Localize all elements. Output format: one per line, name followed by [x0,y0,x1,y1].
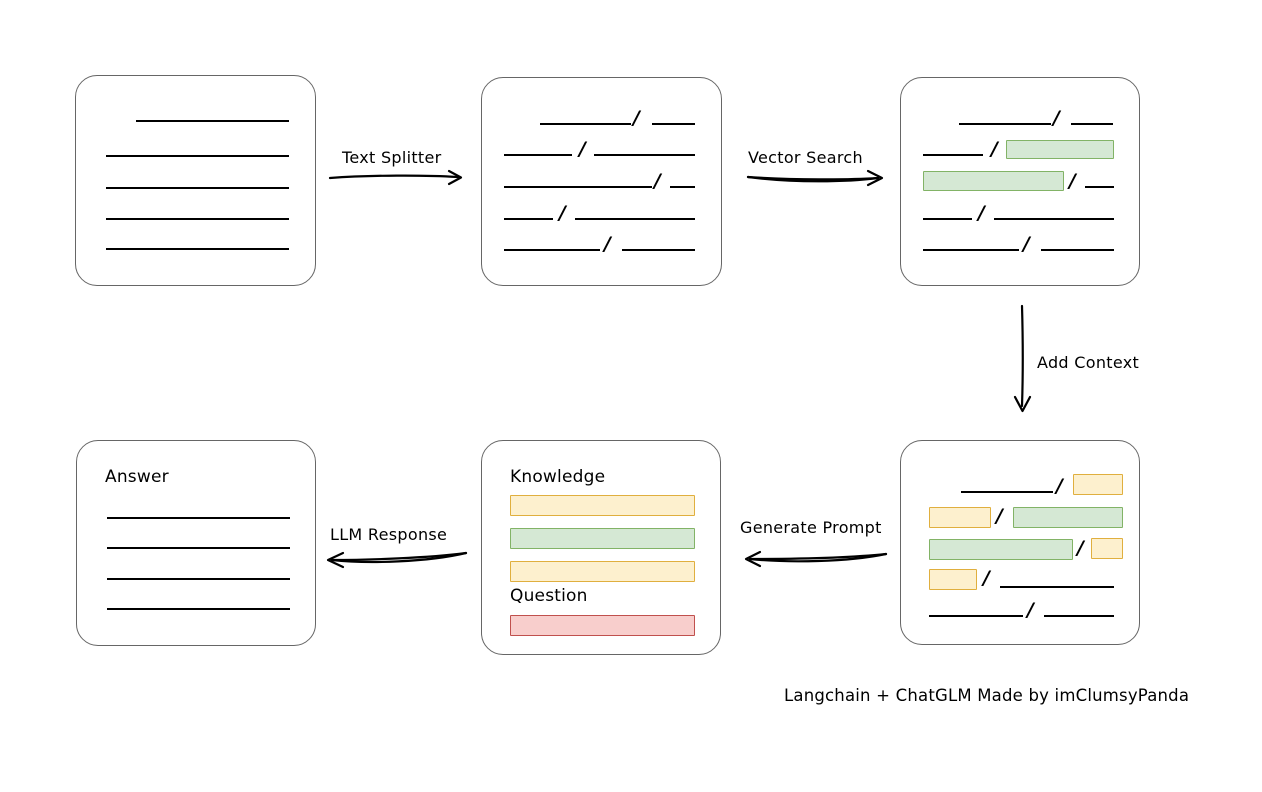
arrow-label-vector-search: Vector Search [748,148,863,167]
doc-line [652,123,695,125]
knowledge-chip-yellow[interactable] [510,561,695,582]
doc-line [1044,615,1114,617]
doc-line [540,123,631,125]
arrow-generate-prompt [744,550,888,568]
doc-line [106,218,289,220]
doc-line [106,187,289,189]
doc-line [107,547,290,549]
chunk-separator: / [983,567,990,589]
doc-line [929,615,1023,617]
doc-line [107,517,290,519]
arrow-label-generate-prompt: Generate Prompt [740,518,882,537]
doc-line [1085,186,1114,188]
arrow-vector-search [746,169,884,187]
doc-line [107,608,290,610]
doc-line [959,123,1051,125]
highlight-chip-green[interactable] [1013,507,1123,528]
chunk-separator: / [996,505,1003,527]
chunk-separator: / [978,202,985,224]
node-source-document[interactable] [75,75,316,286]
doc-line [1041,249,1114,251]
arrow-text-splitter [328,169,463,186]
doc-line [504,154,572,156]
doc-line [923,154,983,156]
chunk-separator: / [1056,475,1063,497]
chunk-separator: / [654,170,661,192]
node-matched-chunks[interactable]: / / / / / [900,77,1140,286]
chunk-separator: / [604,233,611,255]
highlight-chip-green[interactable] [929,539,1073,560]
doc-line [107,578,290,580]
doc-line [575,218,695,220]
chunk-separator: / [1027,599,1034,621]
arrow-label-llm-response: LLM Response [330,525,448,544]
highlight-chip-yellow[interactable] [1073,474,1123,495]
chunk-separator: / [633,107,640,129]
prompt-knowledge-label: Knowledge [510,467,606,487]
chunk-separator: / [1077,537,1084,559]
chunk-separator: / [1053,107,1060,129]
doc-line [136,120,289,122]
arrow-label-add-context: Add Context [1037,353,1140,372]
arrow-label-text-splitter: Text Splitter [342,148,442,167]
doc-line [1000,586,1114,588]
highlight-chip-yellow[interactable] [929,507,991,528]
question-chip-red[interactable] [510,615,695,636]
doc-line [504,249,600,251]
doc-line [106,155,289,157]
highlight-chip-green[interactable] [1006,140,1114,159]
doc-line [622,249,695,251]
node-prompt[interactable]: Knowledge Question [481,440,721,655]
doc-line [961,491,1053,493]
highlight-chip-yellow[interactable] [1091,538,1123,559]
arrow-llm-response [326,551,468,569]
doc-line [106,248,289,250]
doc-line [994,218,1114,220]
answer-label: Answer [105,467,169,487]
doc-line [670,186,695,188]
node-context-document[interactable]: / / / / / [900,440,1140,645]
footer-credit: Langchain + ChatGLM Made by imClumsyPand… [784,686,1190,705]
doc-line [504,218,553,220]
doc-line [923,218,972,220]
highlight-chip-yellow[interactable] [929,569,977,590]
chunk-separator: / [559,202,566,224]
arrow-add-context [1013,304,1032,413]
node-answer[interactable]: Answer [76,440,316,646]
doc-line [504,186,652,188]
knowledge-chip-yellow[interactable] [510,495,695,516]
chunk-separator: / [991,138,998,160]
prompt-question-label: Question [510,586,588,606]
highlight-chip-green[interactable] [923,171,1064,191]
chunk-separator: / [1023,233,1030,255]
doc-line [923,249,1019,251]
chunk-separator: / [1069,170,1076,192]
doc-line [594,154,695,156]
knowledge-chip-green[interactable] [510,528,695,549]
chunk-separator: / [579,138,586,160]
doc-line [1071,123,1113,125]
node-split-chunks[interactable]: / / / / / [481,77,722,286]
